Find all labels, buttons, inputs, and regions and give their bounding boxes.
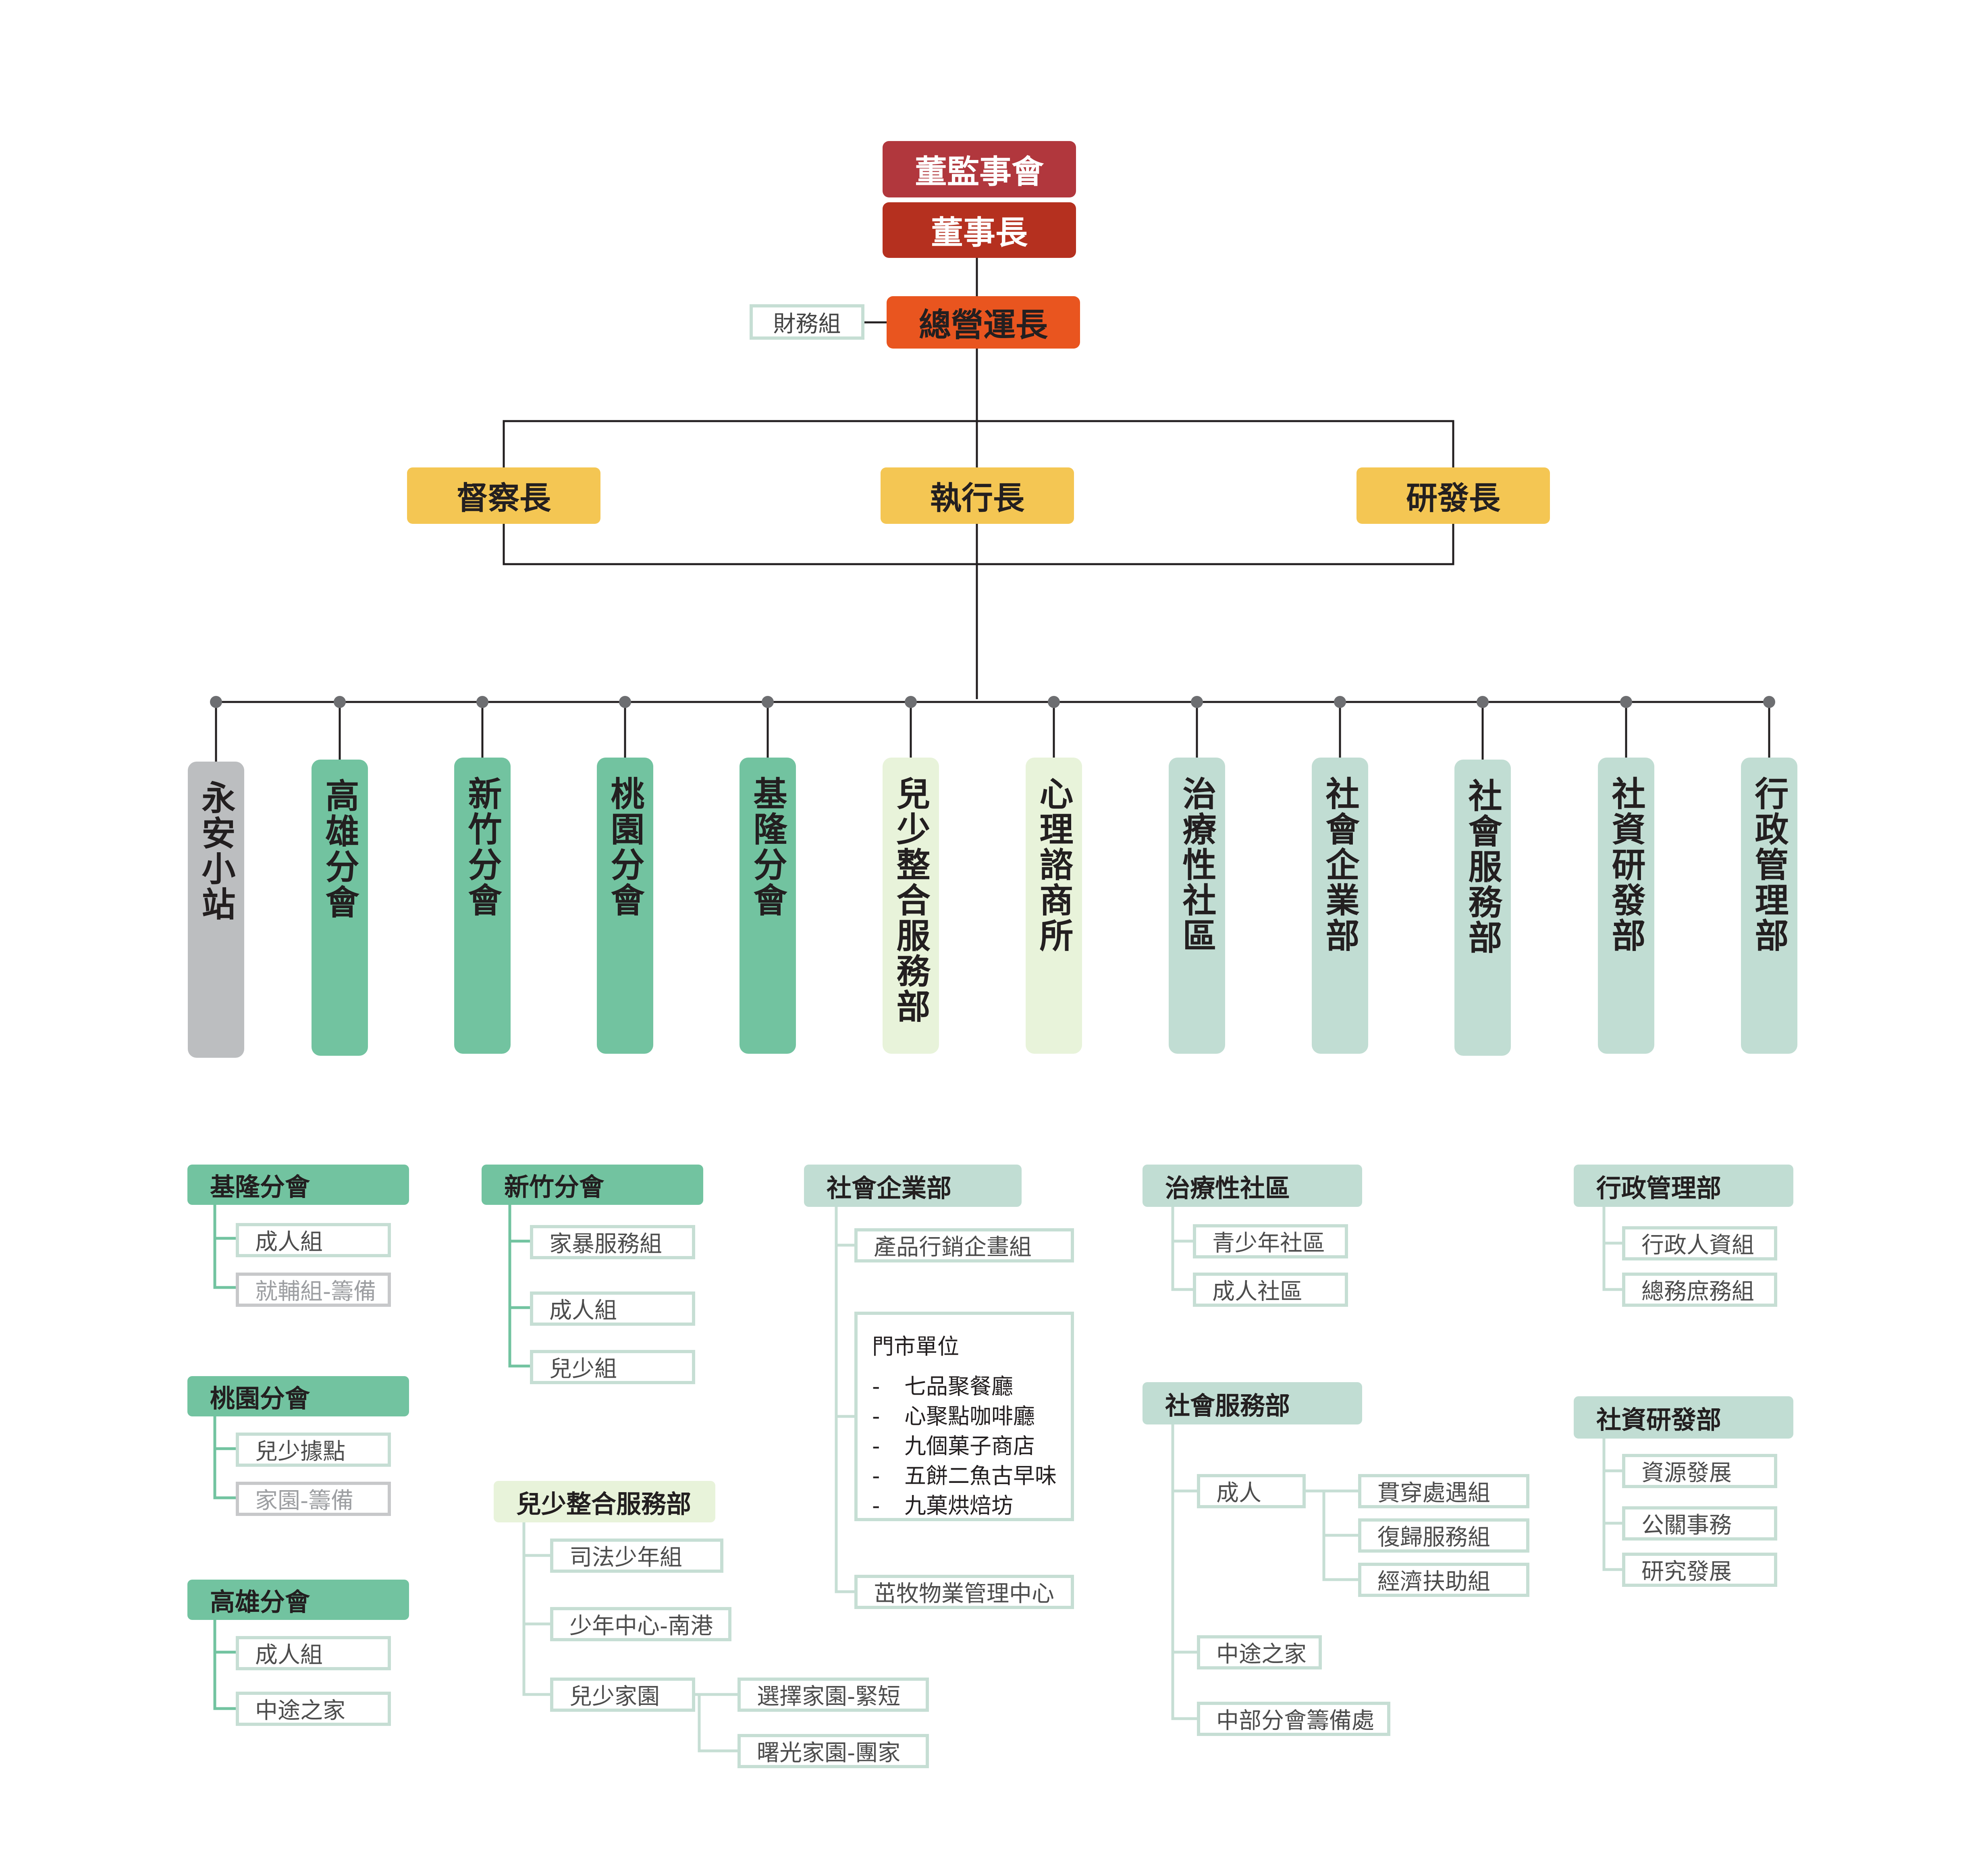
- unit-admin: 行政管理部: [1741, 758, 1797, 1054]
- unit-keelung: 基隆分會: [740, 758, 796, 1054]
- finance-box: 財務組: [750, 304, 864, 340]
- detail-research-item: 研究發展: [1622, 1553, 1777, 1587]
- unit-label: 兒少整合服務部: [891, 776, 931, 1024]
- tree-connectors-green: [213, 1205, 530, 1710]
- unit-label: 基隆分會: [748, 776, 787, 918]
- unit-label: 高雄分會: [320, 778, 359, 920]
- unit-label: 治療性社區: [1177, 776, 1217, 953]
- detail-kaohsiung-item: 中途之家: [236, 1692, 391, 1726]
- detail-admin-item: 總務庶務組: [1622, 1273, 1777, 1307]
- detail-hsinchu-item: 家暴服務組: [530, 1225, 695, 1259]
- detail-social-service-header: 社會服務部: [1143, 1382, 1362, 1424]
- detail-research-item: 資源發展: [1622, 1454, 1777, 1488]
- unit-youth-services: 兒少整合服務部: [883, 758, 939, 1054]
- store-item: 九個菓子商店: [872, 1431, 1057, 1461]
- detail-keelung-item: 成人組: [236, 1223, 391, 1257]
- unit-label: 永安小站: [196, 780, 236, 922]
- detail-social-enterprise-header: 社會企業部: [804, 1165, 1022, 1207]
- detail-hsinchu-item: 成人組: [530, 1291, 695, 1326]
- store-item: 五餅二魚古早味: [872, 1461, 1057, 1491]
- detail-hsinchu-header: 新竹分會: [482, 1165, 703, 1205]
- store-item: 九菓烘焙坊: [872, 1491, 1057, 1521]
- store-item: 七品聚餐廳: [872, 1372, 1057, 1402]
- branch-dots: [210, 696, 1775, 708]
- detail-youth-header: 兒少整合服務部: [494, 1481, 715, 1522]
- detail-youth-item: 少年中心-南港: [550, 1607, 731, 1641]
- detail-social-service-item: 中部分會籌備處: [1197, 1702, 1390, 1736]
- supervisor-box: 督察長: [407, 467, 600, 524]
- stores-list: 七品聚餐廳 心聚點咖啡廳 九個菓子商店 五餅二魚古早味 九菓烘焙坊: [872, 1372, 1057, 1521]
- detail-social-enterprise-item: 產品行銷企畫組: [854, 1228, 1074, 1262]
- unit-label: 心理諮商所: [1034, 776, 1074, 953]
- chairman-box: 董事長: [883, 202, 1076, 258]
- detail-therapeutic-item: 成人社區: [1193, 1273, 1348, 1307]
- detail-kaohsiung-item: 成人組: [236, 1636, 391, 1670]
- detail-social-service-adult-item: 經濟扶助組: [1358, 1563, 1529, 1597]
- detail-taoyuan-header: 桃園分會: [187, 1376, 409, 1416]
- store-item: 心聚點咖啡廳: [872, 1402, 1057, 1431]
- detail-youth-item: 司法少年組: [550, 1539, 723, 1573]
- tree-connectors-pale: [522, 1207, 1622, 1752]
- detail-keelung-item: 就輔組-籌備: [236, 1273, 391, 1307]
- unit-social-service: 社會服務部: [1454, 760, 1511, 1056]
- detail-social-service-adult-item: 復歸服務組: [1358, 1518, 1529, 1553]
- detail-research-item: 公關事務: [1622, 1506, 1777, 1541]
- unit-social-research: 社資研發部: [1598, 758, 1654, 1054]
- detail-therapeutic-item: 青少年社區: [1193, 1224, 1348, 1258]
- unit-kaohsiung: 高雄分會: [312, 760, 368, 1056]
- executive-box: 執行長: [881, 467, 1074, 524]
- main-connectors: [215, 258, 1770, 762]
- research-chief-box: 研發長: [1356, 467, 1550, 524]
- detail-taoyuan-item: 兒少據點: [236, 1433, 391, 1467]
- board-box: 董監事會: [883, 141, 1076, 197]
- unit-social-enterprise: 社會企業部: [1312, 758, 1368, 1054]
- detail-youth-home-item: 曙光家園-團家: [737, 1734, 929, 1768]
- unit-label: 新竹分會: [463, 776, 502, 918]
- unit-taoyuan: 桃園分會: [597, 758, 653, 1054]
- detail-keelung-header: 基隆分會: [187, 1165, 409, 1205]
- unit-label: 社會服務部: [1463, 778, 1502, 955]
- detail-admin-item: 行政人資組: [1622, 1226, 1777, 1260]
- detail-social-service-item: 成人: [1197, 1474, 1306, 1508]
- detail-therapeutic-header: 治療性社區: [1143, 1165, 1362, 1207]
- unit-label: 桃園分會: [605, 776, 645, 918]
- detail-admin-header: 行政管理部: [1574, 1165, 1793, 1207]
- detail-social-service-item: 中途之家: [1197, 1635, 1322, 1669]
- unit-counseling: 心理諮商所: [1026, 758, 1082, 1054]
- detail-stores-box: 門市單位 七品聚餐廳 心聚點咖啡廳 九個菓子商店 五餅二魚古早味 九菓烘焙坊: [854, 1312, 1074, 1521]
- detail-youth-home-item: 選擇家園-緊短: [737, 1678, 929, 1712]
- detail-social-service-adult-item: 貫穿處遇組: [1358, 1474, 1529, 1508]
- detail-hsinchu-item: 兒少組: [530, 1350, 695, 1384]
- detail-taoyuan-item: 家園-籌備: [236, 1482, 391, 1516]
- unit-therapeutic-community: 治療性社區: [1169, 758, 1225, 1054]
- unit-label: 社資研發部: [1606, 776, 1646, 953]
- detail-youth-item: 兒少家園: [550, 1678, 695, 1712]
- unit-yongan: 永安小站: [188, 762, 244, 1058]
- stores-title: 門市單位: [872, 1334, 959, 1359]
- detail-social-enterprise-item: 茁牧物業管理中心: [854, 1575, 1074, 1609]
- detail-kaohsiung-header: 高雄分會: [187, 1580, 409, 1620]
- unit-label: 社會企業部: [1320, 776, 1360, 953]
- coo-box: 總營運長: [887, 296, 1080, 349]
- unit-hsinchu: 新竹分會: [454, 758, 511, 1054]
- unit-label: 行政管理部: [1749, 776, 1789, 953]
- detail-research-header: 社資研發部: [1574, 1396, 1793, 1439]
